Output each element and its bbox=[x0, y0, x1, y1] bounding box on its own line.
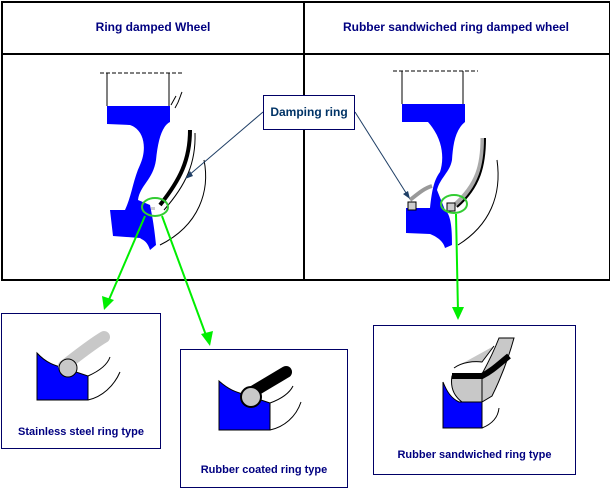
left-wheel-section bbox=[100, 72, 207, 250]
table-column-divider bbox=[303, 1, 305, 279]
right-damping-ring bbox=[456, 137, 486, 208]
right-highlight-circle bbox=[440, 194, 468, 214]
arrowhead-rubber-coated bbox=[201, 331, 213, 346]
header-ring-damped-wheel: Ring damped Wheel bbox=[95, 20, 211, 34]
rubber-coated-ring-illustration bbox=[218, 366, 302, 431]
leader-line-left bbox=[187, 111, 264, 177]
callout-rubber-sandwiched: Rubber sandwiched ring type bbox=[373, 325, 576, 475]
callout-rubber-coated: Rubber coated ring type bbox=[180, 349, 348, 488]
right-wheel-body bbox=[402, 104, 465, 248]
left-rim-outline bbox=[159, 159, 207, 246]
rubber-sandwiched-ring-illustration bbox=[442, 337, 515, 429]
leader-arrowhead-right bbox=[403, 191, 410, 199]
left-wheel-body bbox=[107, 106, 170, 250]
left-highlight-circle bbox=[141, 197, 169, 217]
table-header-divider bbox=[1, 53, 609, 55]
stainless-ring-illustration bbox=[36, 331, 121, 401]
left-damping-ring bbox=[158, 129, 192, 207]
arrowhead-stainless bbox=[102, 296, 114, 310]
arrow-to-stainless bbox=[107, 215, 146, 303]
damping-ring-label: Damping ring bbox=[263, 95, 355, 130]
left-sandwich-pad bbox=[407, 201, 417, 211]
right-wheel-section bbox=[393, 70, 499, 248]
arrow-to-rubber-coated bbox=[161, 215, 208, 339]
leader-line-right bbox=[354, 111, 409, 197]
arrow-to-rubber-sandwiched bbox=[455, 213, 459, 313]
arrowhead-rubber-sandwiched bbox=[452, 307, 464, 320]
leader-arrowhead-left bbox=[185, 171, 193, 179]
header-rubber-sandwiched-wheel: Rubber sandwiched ring damped wheel bbox=[342, 20, 570, 34]
callout-rubber-sandwiched-label: Rubber sandwiched ring type bbox=[397, 449, 552, 461]
callout-stainless-label: Stainless steel ring type bbox=[18, 426, 144, 438]
right-sandwich-pad bbox=[446, 202, 456, 212]
callout-rubber-coated-label: Rubber coated ring type bbox=[200, 464, 328, 476]
callout-stainless-steel: Stainless steel ring type bbox=[1, 313, 161, 449]
